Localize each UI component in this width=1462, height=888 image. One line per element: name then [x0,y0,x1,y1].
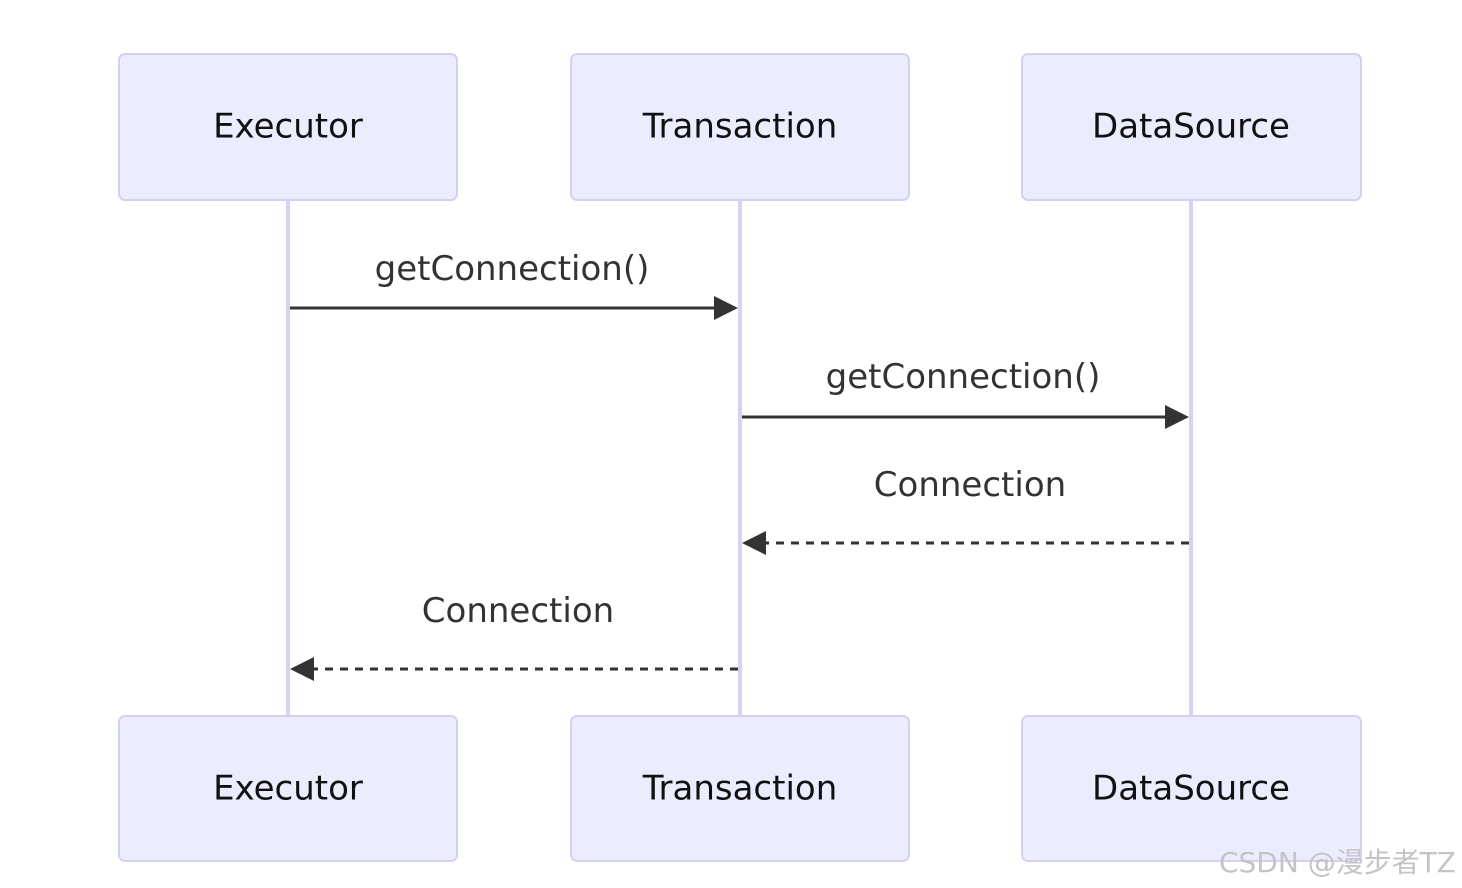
message-connection-datasource-to-transaction: Connection [742,465,1189,555]
actor-label: Executor [213,769,363,809]
message-get-connection-transaction-to-datasource: getConnection() [742,357,1189,429]
message-connection-transaction-to-executor: Connection [290,591,738,681]
actor-top-datasource: DataSource [1021,53,1362,201]
arrowhead-icon [290,657,314,681]
actor-top-transaction: Transaction [570,53,910,201]
actor-label: Executor [213,107,363,147]
message-label: getConnection() [826,357,1101,397]
actor-label: DataSource [1092,769,1290,809]
message-get-connection-executor-to-transaction: getConnection() [290,249,738,320]
actor-label: DataSource [1092,107,1290,147]
message-label: Connection [874,465,1066,505]
actor-label: Transaction [642,769,838,809]
actor-top-executor: Executor [118,53,458,201]
actor-bottom-executor: Executor [118,715,458,862]
message-label: getConnection() [375,249,650,289]
watermark: CSDN @漫步者TZ [1219,846,1456,879]
arrowhead-icon [1165,405,1189,429]
actor-bottom-transaction: Transaction [570,715,910,862]
arrowhead-icon [742,531,766,555]
message-label: Connection [422,591,614,631]
arrowhead-icon [714,296,738,320]
actor-bottom-datasource: DataSource [1021,715,1362,862]
actor-label: Transaction [642,107,838,147]
